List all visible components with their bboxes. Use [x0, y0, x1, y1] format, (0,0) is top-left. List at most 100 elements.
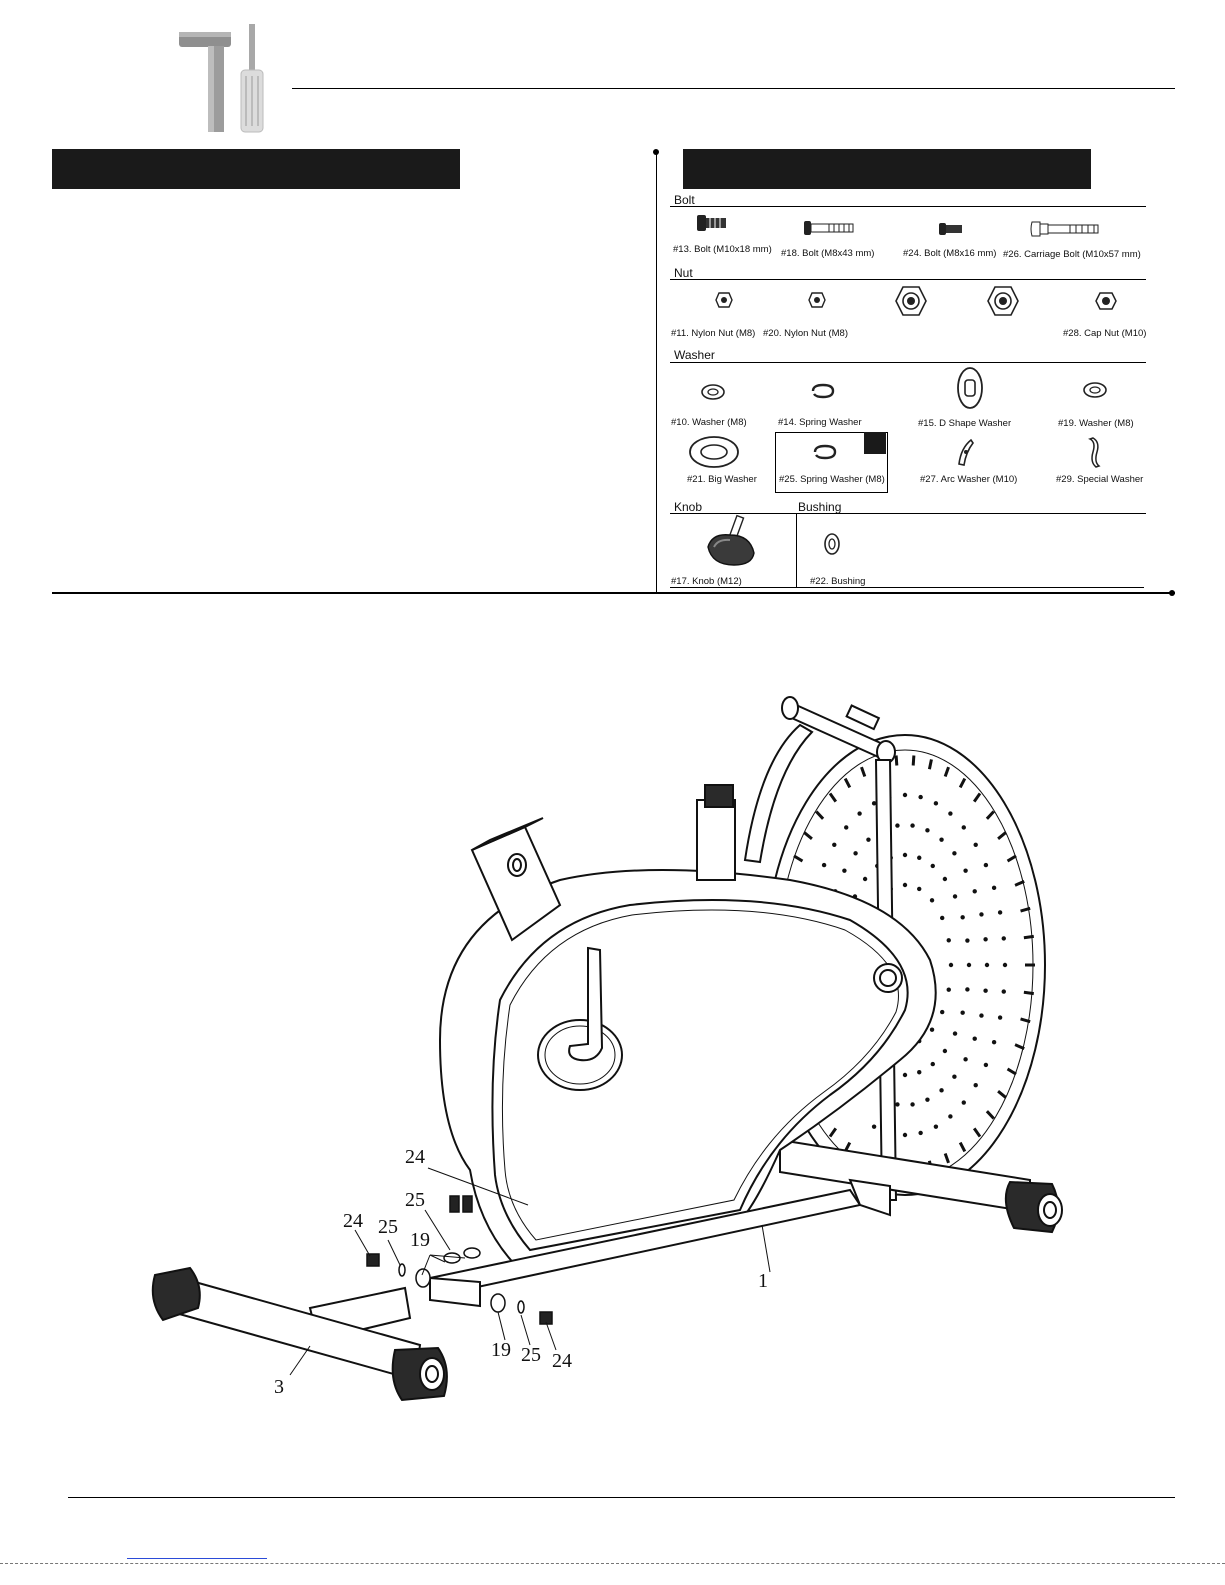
- bottom-edge-rule: [0, 1563, 1225, 1565]
- fan-perforation: [929, 1027, 935, 1032]
- fan-perforation: [940, 1009, 945, 1015]
- fan-perforation: [1023, 934, 1034, 940]
- part-label-nut-28: #28. Cap Nut (M10): [1063, 328, 1147, 339]
- fan-perforation: [961, 825, 966, 830]
- fan-perforation: [927, 759, 933, 770]
- fan-perforation: [942, 876, 948, 882]
- fan-perforation: [1020, 906, 1031, 913]
- fan-perforation: [828, 792, 838, 803]
- special-washer-29-icon: [1088, 437, 1101, 468]
- fan-perforation: [933, 801, 939, 806]
- d-shape-washer-15-icon: [957, 367, 983, 409]
- fan-perforation: [1023, 990, 1034, 996]
- fan-perforation: [972, 1036, 977, 1041]
- fan-perforation: [842, 868, 847, 873]
- fan-perforation: [911, 755, 916, 766]
- hardware-title-bar: [683, 149, 1091, 189]
- big-washer-21-icon: [689, 436, 739, 468]
- part-label-washer-25: #25. Spring Washer (M8): [779, 474, 885, 485]
- fan-perforation: [946, 987, 951, 992]
- callout-3-front-stabilizer: 3: [274, 1376, 284, 1398]
- fan-perforation: [942, 1048, 948, 1054]
- fan-perforation: [997, 1090, 1007, 1099]
- fan-perforation: [983, 862, 989, 868]
- fan-perforation: [894, 755, 899, 766]
- fan-perforation: [832, 842, 837, 847]
- carriage-bolt-26-icon: [1030, 221, 1099, 237]
- fan-perforation: [958, 777, 967, 789]
- fan-perforation: [895, 1102, 900, 1107]
- fan-perforation: [917, 886, 922, 892]
- fan-perforation: [902, 882, 908, 888]
- fan-perforation: [979, 1013, 984, 1018]
- fan-perforation: [871, 1124, 877, 1129]
- fan-perforation: [902, 852, 908, 858]
- fan-perforation: [853, 851, 858, 856]
- fan-perforation: [902, 792, 908, 798]
- fan-perforation: [1001, 936, 1006, 941]
- fan-perforation: [966, 962, 972, 968]
- fan-perforation: [997, 910, 1003, 915]
- part-label-washer-21: #21. Big Washer: [687, 474, 757, 485]
- fan-perforation: [965, 938, 970, 943]
- part-label-washer-15: #15. D Shape Washer: [918, 418, 1012, 429]
- large-nut-icon-2: [987, 286, 1019, 316]
- fan-perforation: [1006, 854, 1017, 863]
- fan-perforation: [997, 831, 1007, 840]
- bolt-section-label: Bolt: [674, 193, 695, 207]
- fan-perforation: [963, 868, 968, 873]
- washer-10-icon: [701, 384, 725, 400]
- fan-perforation: [1006, 1067, 1017, 1076]
- part-label-bolt-18: #18. Bolt (M8x43 mm): [781, 248, 875, 259]
- tools-icon: [175, 22, 270, 134]
- fan-perforation: [910, 1102, 915, 1107]
- part-label-washer-14: #14. Spring Washer: [778, 417, 862, 428]
- front-post: [470, 817, 562, 942]
- fan-perforation: [803, 831, 813, 840]
- callout-19-upper: 19: [410, 1229, 430, 1251]
- callout-leaders: [289, 1167, 771, 1376]
- callout-25-lower: 25: [521, 1344, 541, 1366]
- callout-25-upper: 25: [405, 1189, 425, 1211]
- main-frame: [428, 1178, 891, 1308]
- washer-19-icon: [1083, 382, 1107, 398]
- fan-perforation: [917, 1070, 922, 1075]
- fan-perforation: [815, 810, 825, 820]
- fan-perforation: [985, 810, 995, 820]
- callout-24-left: 24: [343, 1210, 363, 1232]
- fan-perforation: [965, 987, 970, 992]
- fan-perforation: [972, 1127, 982, 1138]
- fan-perforation: [844, 825, 849, 830]
- callout-24-upper: 24: [405, 1146, 425, 1168]
- fan-perforation: [972, 889, 977, 894]
- fan-perforation: [952, 1074, 957, 1079]
- rear-stabilizer: [779, 1138, 1063, 1234]
- fan-perforation: [939, 837, 944, 842]
- bolt-section-rule: [670, 206, 1146, 207]
- front-stabilizer: [151, 1266, 448, 1402]
- fan-perforation: [972, 792, 982, 803]
- fan-perforation: [991, 885, 997, 891]
- callout-24-lower: 24: [552, 1350, 572, 1372]
- fan-perforation: [930, 863, 935, 869]
- fan-perforation: [952, 851, 957, 856]
- fan-perforation: [961, 1100, 966, 1105]
- section-rule-end-dot: [1169, 590, 1175, 596]
- part-label-washer-27: #27. Arc Washer (M10): [920, 474, 1018, 485]
- nut-section-label: Nut: [674, 266, 693, 280]
- cap-nut-28-icon: [1095, 292, 1117, 310]
- knob-section-rule: [670, 513, 1146, 514]
- nut-11-icon: [715, 292, 733, 308]
- fan-perforation: [930, 1061, 935, 1067]
- part-label-washer-29: #29. Special Washer: [1056, 474, 1144, 485]
- fan-perforation: [918, 794, 923, 800]
- fan-perforation: [933, 1124, 939, 1129]
- knob-bottom-rule: [670, 587, 1144, 588]
- part-label-bushing-22: #22. Bushing: [810, 576, 866, 587]
- fan-perforation: [963, 1057, 968, 1062]
- fan-perforation: [828, 1127, 838, 1138]
- fan-perforation: [983, 988, 988, 993]
- highlight-marker-square: [864, 432, 886, 454]
- fan-perforation: [918, 1130, 923, 1136]
- fan-perforation: [984, 962, 990, 968]
